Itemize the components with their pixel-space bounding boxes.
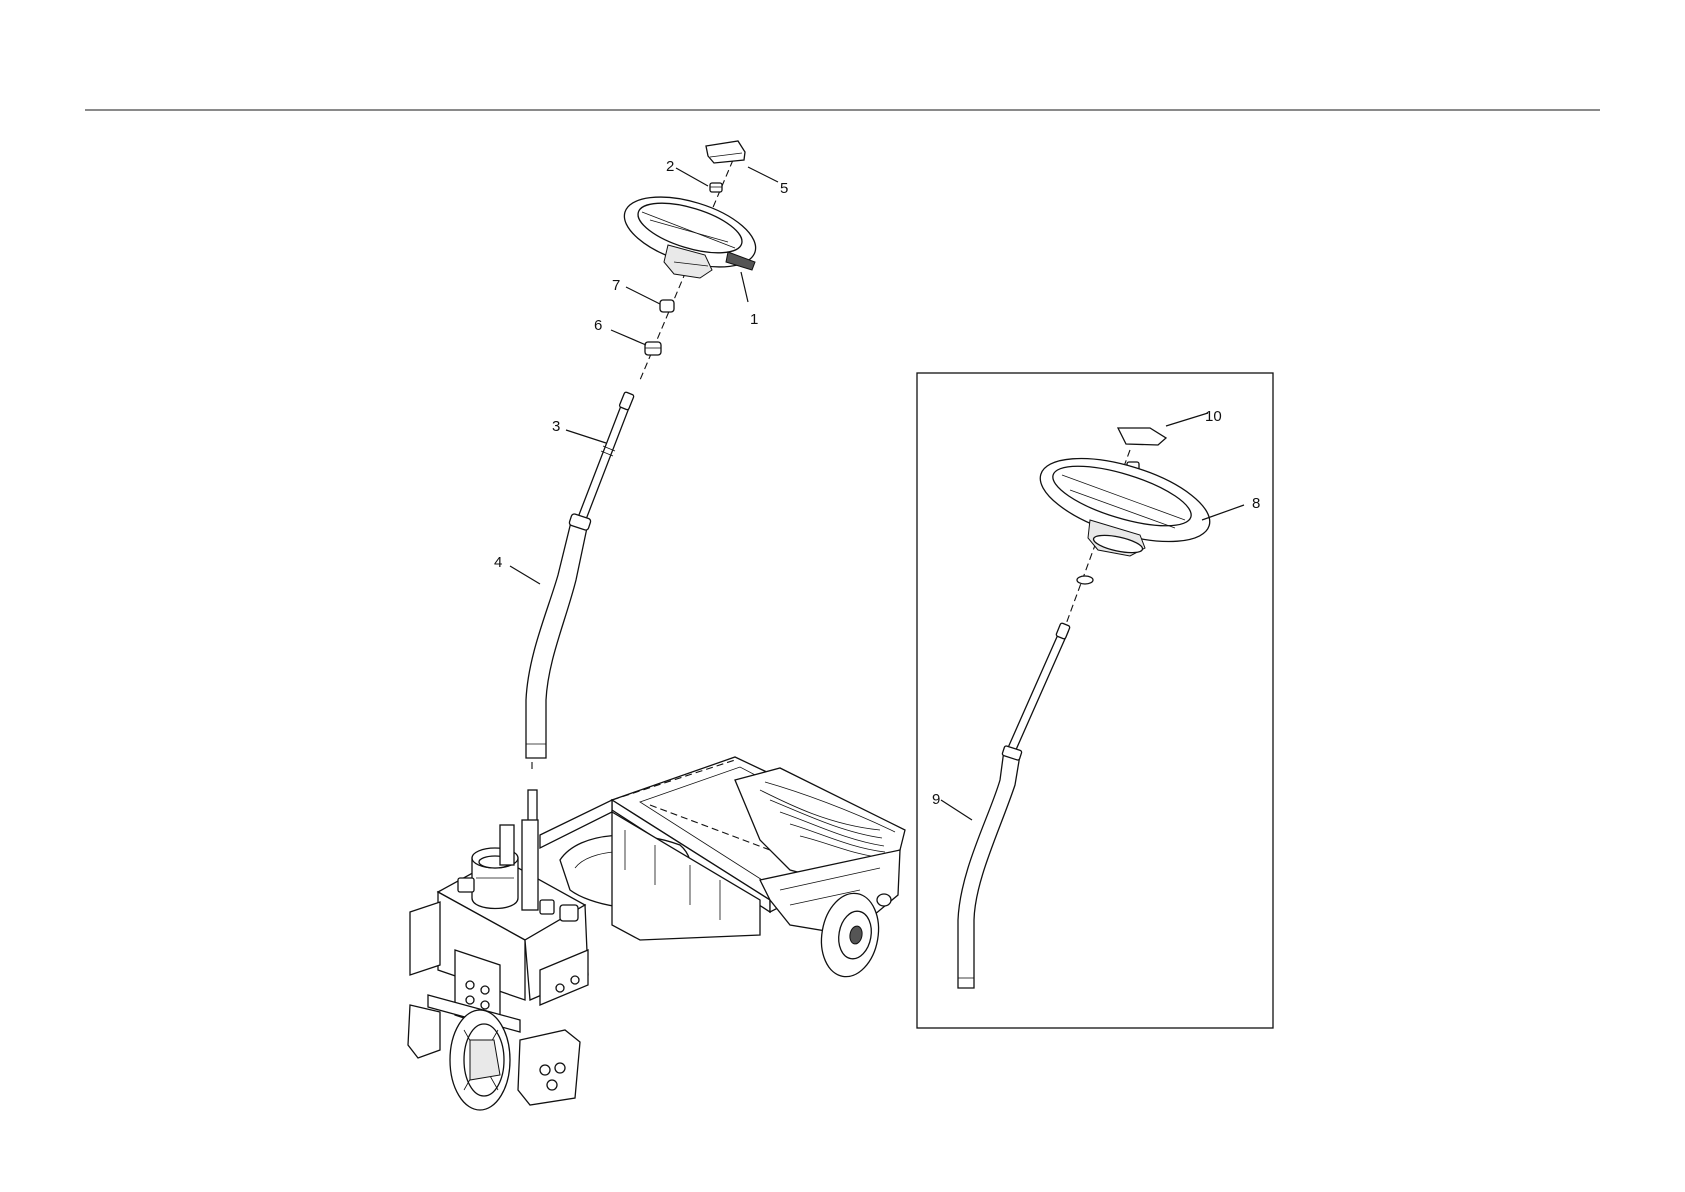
callout-7: 7: [612, 277, 620, 294]
part-2-nut: [710, 183, 722, 192]
part-10-cap: [1118, 428, 1166, 445]
inset-washer: [1077, 576, 1093, 584]
part-1-steering-wheel: [616, 183, 764, 280]
callout-3: 3: [552, 418, 560, 435]
part-8-steering-wheel: [1031, 442, 1219, 558]
part-4-column-tube: [526, 513, 591, 758]
callout-8: 8: [1252, 495, 1260, 512]
inset-alternate-assembly: 10 8 9: [917, 373, 1273, 1028]
chassis-frame: [540, 757, 905, 981]
main-assembly: 2 5 1 7 6 3 4: [408, 141, 905, 1110]
callout-9: 9: [932, 791, 940, 808]
callout-5: 5: [780, 180, 788, 197]
callout-4: 4: [494, 554, 502, 571]
part-6-nut: [645, 342, 661, 355]
callout-6: 6: [594, 317, 602, 334]
part-7-spacer: [660, 300, 674, 312]
callout-1: 1: [750, 311, 758, 328]
callout-10: 10: [1205, 408, 1222, 425]
part-5-hub-cap: [706, 141, 745, 163]
part-9-shaft-and-column: [958, 623, 1070, 988]
part-3-steering-shaft: [577, 392, 634, 522]
callout-2: 2: [666, 158, 674, 175]
